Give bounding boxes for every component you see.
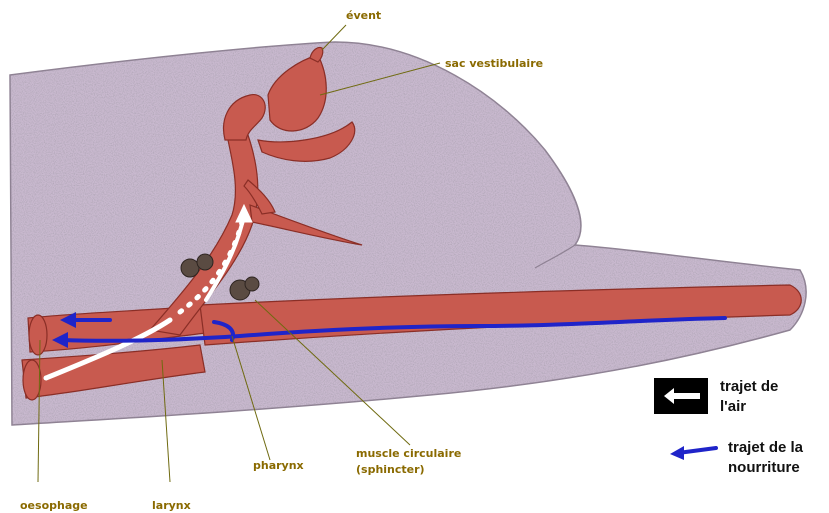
label-muscle-circulaire: muscle circulaire <box>356 447 461 460</box>
legend-food-arrow-icon <box>670 446 684 460</box>
legend-air-line2: l'air <box>720 398 746 415</box>
label-oesophage: oesophage <box>20 499 88 512</box>
legend: trajet de l'air trajet de la nourriture <box>654 378 804 476</box>
label-sphincter: (sphincter) <box>356 463 425 476</box>
label-larynx: larynx <box>152 499 191 512</box>
legend-food-line1: trajet de la <box>728 439 804 456</box>
label-sac-vestibulaire: sac vestibulaire <box>445 57 543 70</box>
label-pharynx: pharynx <box>253 459 304 472</box>
legend-food-line2: nourriture <box>728 459 800 476</box>
legend-air-line1: trajet de <box>720 378 778 395</box>
label-event: évent <box>346 9 381 22</box>
